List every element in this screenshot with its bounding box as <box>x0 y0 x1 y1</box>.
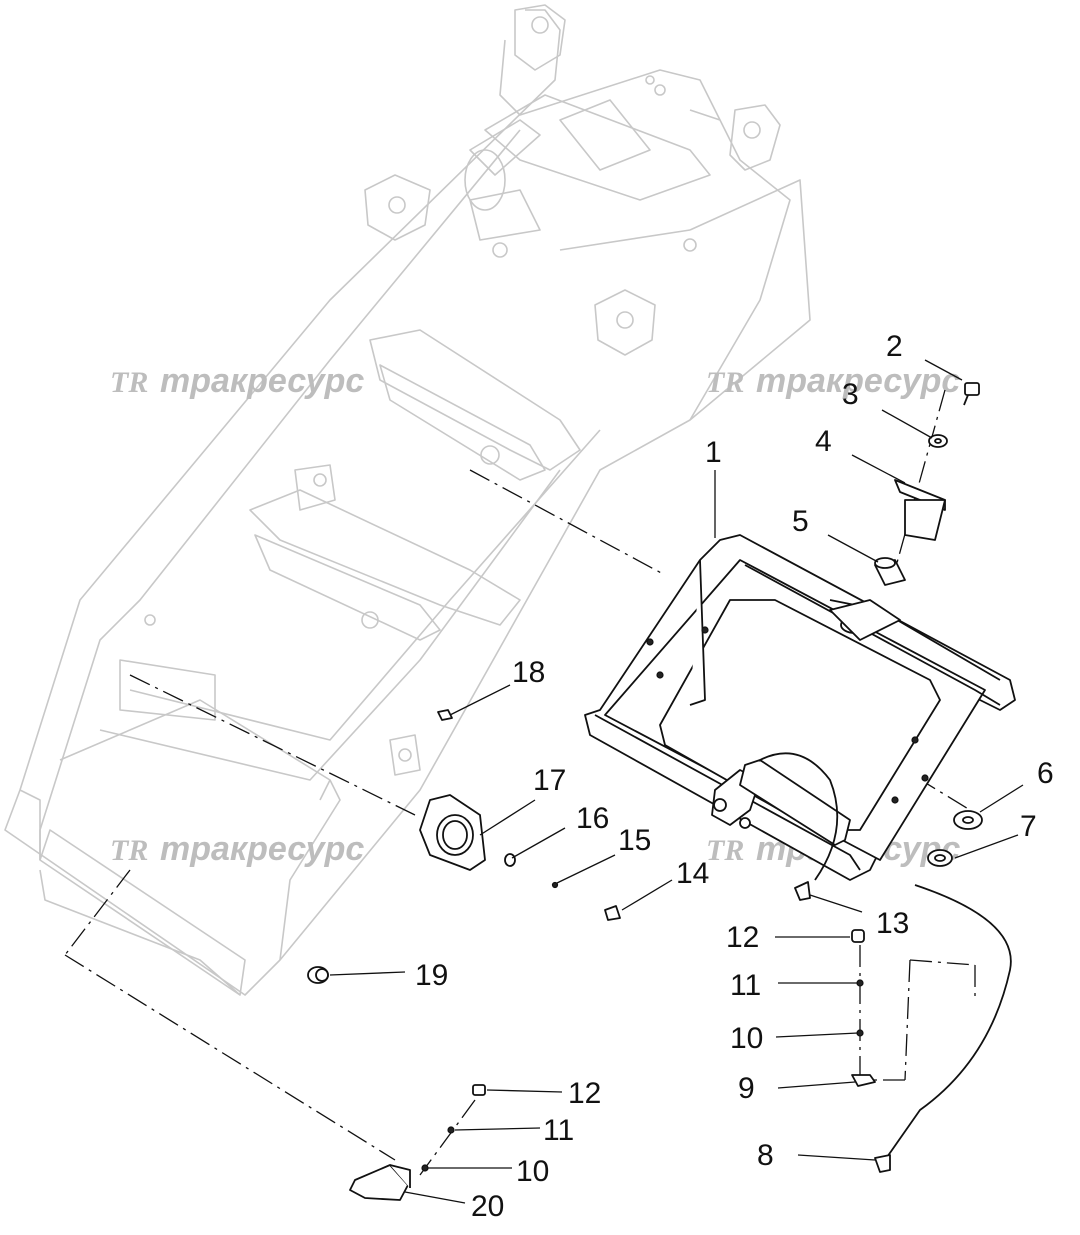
bolt-part-2 <box>963 382 980 406</box>
watermark-logo: TR <box>110 366 148 399</box>
watermark-text: тракресурс <box>160 830 364 868</box>
callout-20: 20 <box>471 1190 504 1223</box>
callout-13: 13 <box>876 907 909 940</box>
callout-19: 19 <box>415 959 448 992</box>
watermark-left-top: TR тракресурс <box>110 362 364 400</box>
watermark-text: тракресурс <box>160 362 364 400</box>
grommet-part-7 <box>927 849 953 867</box>
watermark-logo: TR <box>110 834 148 867</box>
bracket-part-4 <box>894 479 946 541</box>
watermark-logo: TR <box>706 834 744 867</box>
callout-4: 4 <box>815 425 832 458</box>
callout-16: 16 <box>576 802 609 835</box>
callout-12-lower: 12 <box>568 1077 601 1110</box>
callout-14: 14 <box>676 857 709 890</box>
callout-17: 17 <box>533 764 566 797</box>
callout-10-lower: 10 <box>516 1155 549 1188</box>
plug-part-19 <box>307 966 329 984</box>
bracket-part-17 <box>419 794 486 871</box>
washer-part-3 <box>928 434 948 448</box>
callout-11-lower: 11 <box>543 1114 574 1147</box>
seat-frame-part-1 <box>584 534 1016 881</box>
callout-7: 7 <box>1020 810 1037 843</box>
washer-part-11 <box>447 979 864 1134</box>
screw-part-18 <box>437 709 453 721</box>
callout-6: 6 <box>1037 757 1054 790</box>
callout-numbers: 1 2 3 4 5 6 7 8 9 10 11 12 13 14 15 16 1… <box>415 330 1054 1223</box>
assembly-lines <box>64 389 976 1176</box>
bushing-part-5 <box>874 557 906 586</box>
callout-9: 9 <box>738 1072 755 1105</box>
clip-part-9 <box>851 1074 876 1087</box>
bolt-part-12 <box>472 929 865 1096</box>
callout-1: 1 <box>705 436 722 469</box>
cable-part-13 <box>759 752 839 901</box>
watermark-logo: TR <box>706 366 744 399</box>
watermark-text: тракресурс <box>756 362 960 400</box>
callout-18: 18 <box>512 656 545 689</box>
callout-3: 3 <box>842 378 859 411</box>
callout-2: 2 <box>886 330 903 363</box>
main-frame-drawing <box>4 4 811 996</box>
callout-5: 5 <box>792 505 809 538</box>
bolt-part-14 <box>604 905 621 921</box>
callout-11: 11 <box>730 969 761 1002</box>
callout-10: 10 <box>730 1022 763 1055</box>
callout-8: 8 <box>757 1139 774 1172</box>
callout-15: 15 <box>618 824 651 857</box>
watermark-right-top: TR тракресурс <box>706 362 960 400</box>
washer-part-15 <box>551 881 559 889</box>
cable-part-8 <box>874 884 1012 1173</box>
bracket-part-20 <box>349 1164 411 1201</box>
watermark-left-bottom: TR тракресурс <box>110 830 364 868</box>
callout-12: 12 <box>726 921 759 954</box>
washer-part-10 <box>421 1029 864 1172</box>
leader-lines <box>329 359 1024 1204</box>
washer-part-16 <box>504 853 516 867</box>
washer-part-6 <box>953 810 983 830</box>
